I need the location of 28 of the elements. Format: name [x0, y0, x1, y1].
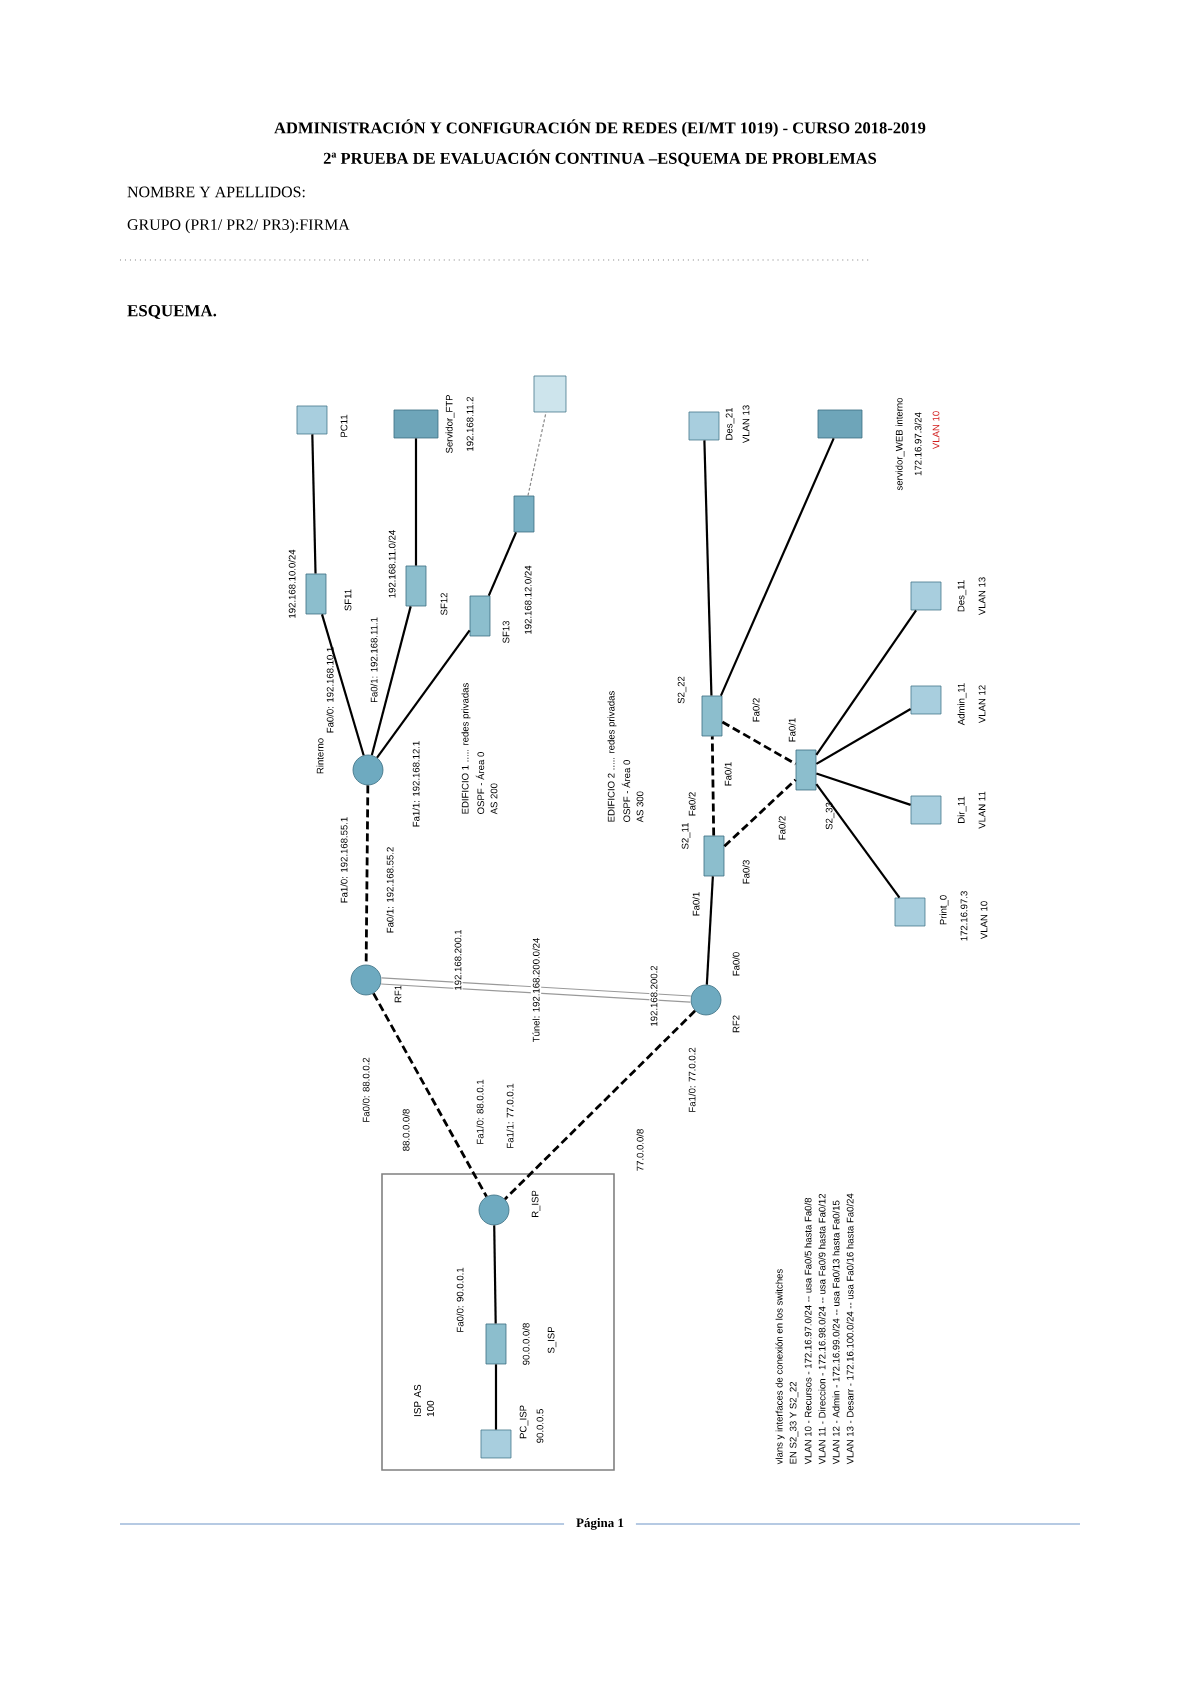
- cable-line: [487, 531, 518, 597]
- section-heading: ESQUEMA.: [127, 305, 217, 319]
- cable-line: [815, 708, 912, 765]
- heading-text: ADMINISTRACIÓN Y CONFIGURACIÓN DE REDES (EI/MT 1019) - CURSO 2018-2019: [274, 119, 926, 137]
- cable-line: [320, 614, 365, 756]
- cable-line: [710, 736, 716, 836]
- cable-line: [381, 977, 691, 1003]
- access-point-icon: [513, 495, 535, 533]
- cable-line: [723, 778, 797, 848]
- cable-line: [816, 772, 911, 806]
- cable-line: [815, 609, 917, 756]
- cable-line: [370, 606, 412, 756]
- cable-line: [494, 1364, 498, 1430]
- cable-line: [364, 785, 370, 965]
- cable-line: [719, 437, 835, 697]
- cable-line: [503, 1009, 697, 1201]
- heading-text: 2ª PRUEBA DE EVALUACIÓN CONTINUA –ESQUEMA DE PROBLEMAS: [323, 149, 877, 167]
- cable-line: [527, 411, 547, 497]
- laptop-icon: [533, 375, 567, 413]
- cable-line: [414, 438, 418, 566]
- cable-line: [815, 783, 901, 899]
- cable-line: [703, 440, 713, 696]
- cable-line: [372, 992, 488, 1198]
- cable-line: [376, 629, 471, 759]
- cable-line: [721, 720, 797, 766]
- cable-line: [493, 1225, 497, 1324]
- cable-line: [311, 434, 317, 574]
- cable-line: [705, 876, 714, 985]
